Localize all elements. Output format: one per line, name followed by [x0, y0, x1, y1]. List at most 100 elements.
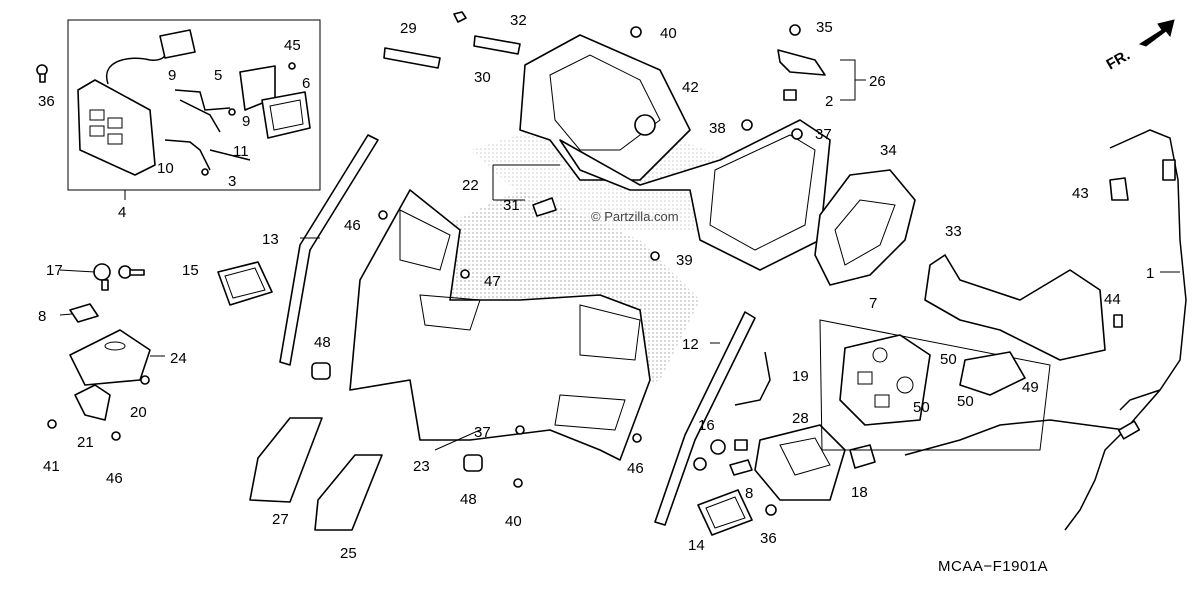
bolt-46-right: [632, 433, 642, 443]
callout-13: 13: [262, 231, 279, 248]
panel-33: [924, 254, 1106, 361]
callout-20: 20: [130, 404, 147, 421]
item-4-group-box: [67, 19, 321, 191]
trim-strip-13: [279, 134, 379, 366]
callout-4: 4: [118, 204, 126, 221]
drawing-code: MCAA−F1901A: [938, 558, 1048, 575]
callout-26: 26: [869, 73, 886, 90]
callout-36-lower: 36: [760, 530, 777, 547]
bolt-44: [1113, 314, 1123, 328]
callout-40-top: 40: [660, 25, 677, 42]
callout-5: 5: [214, 67, 222, 84]
grommet-48-lower: [463, 454, 483, 472]
upper-inner-panel: [519, 34, 831, 271]
callout-3: 3: [228, 173, 236, 190]
nut-32: [453, 11, 467, 23]
screw-36-lower: [765, 504, 777, 516]
bolt-46-upper: [378, 210, 388, 220]
bracket-26-assembly: [777, 24, 866, 101]
pad-25: [314, 454, 383, 531]
lower-inner-panel: [349, 189, 651, 461]
callout-37-top: 37: [815, 126, 832, 143]
lock-16-assembly: [693, 439, 753, 476]
callout-7: 7: [869, 295, 877, 312]
callout-46-right: 46: [627, 460, 644, 477]
lid-24: [69, 329, 151, 386]
callout-1: 1: [1146, 265, 1154, 282]
part-30-strip: [473, 35, 521, 55]
callout-48-upper: 48: [314, 334, 331, 351]
front-direction-arrow: FR.: [1104, 19, 1175, 74]
vent-14: [697, 489, 753, 536]
grommet-48-upper: [311, 362, 331, 380]
cable-1: [1064, 129, 1187, 531]
leader-lines: [59, 164, 1180, 451]
screw-41: [47, 419, 57, 429]
clip-8-left: [69, 303, 99, 323]
callout-11: 11: [233, 143, 249, 160]
callout-38: 38: [709, 120, 726, 137]
callout-50-b: 50: [913, 399, 930, 416]
vent-15: [217, 261, 273, 306]
callout-28: 28: [792, 410, 809, 427]
callout-labels: 36 4 9 5 45 6 9 10 11 3 29 30 32 40 42 2…: [38, 12, 1154, 562]
callout-44: 44: [1104, 291, 1121, 308]
callout-46-upper: 46: [344, 217, 361, 234]
callout-29: 29: [400, 20, 417, 37]
screw-36-left: [36, 64, 48, 83]
callout-36-left: 36: [38, 93, 55, 110]
part-29-strip: [383, 47, 441, 69]
bolt-47: [460, 269, 470, 279]
bolt-38: [741, 119, 753, 131]
wire-19: [734, 351, 771, 406]
screw-20: [140, 375, 150, 385]
callout-27: 27: [272, 511, 289, 528]
callout-6: 6: [302, 75, 310, 92]
callout-37-lower: 37: [474, 424, 491, 441]
callout-14: 14: [688, 537, 705, 554]
callout-43: 43: [1072, 185, 1089, 202]
clip-43: [1109, 177, 1129, 201]
front-label: FR.: [1104, 47, 1133, 74]
callout-12: 12: [682, 336, 699, 353]
callout-22: 22: [462, 177, 479, 194]
callout-30: 30: [474, 69, 491, 86]
part-18: [849, 444, 876, 469]
callout-25: 25: [340, 545, 357, 562]
callout-8-lower: 8: [745, 485, 753, 502]
callout-46-left: 46: [106, 470, 123, 487]
bolt-40-lower: [513, 478, 523, 488]
bolt-37-lower: [515, 425, 525, 435]
callout-21: 21: [77, 434, 94, 451]
callout-8-left: 8: [38, 308, 46, 325]
callout-35: 35: [816, 19, 833, 36]
callout-49: 49: [1022, 379, 1039, 396]
callout-10: 10: [157, 160, 174, 177]
callout-33: 33: [945, 223, 962, 240]
callout-24: 24: [170, 350, 187, 367]
ignition-key-17: [93, 263, 145, 291]
callout-16: 16: [698, 417, 715, 434]
callout-19: 19: [792, 368, 809, 385]
pad-27: [249, 417, 323, 503]
screw-46-left: [111, 431, 121, 441]
callout-50-c: 50: [957, 393, 974, 410]
cover-49: [959, 351, 1026, 396]
callout-48-lower: 48: [460, 491, 477, 508]
callout-18: 18: [851, 484, 868, 501]
meter-panel-7: [839, 334, 931, 426]
trim-strip-12: [654, 311, 756, 526]
switch-panel-assembly: [77, 29, 311, 176]
callout-39: 39: [676, 252, 693, 269]
callout-47: 47: [484, 273, 501, 290]
bolt-40-top: [630, 26, 642, 38]
bracket-21: [74, 384, 111, 421]
cover-34: [814, 169, 916, 286]
callout-9-b: 9: [242, 113, 250, 130]
bolt-39: [650, 251, 660, 261]
callout-34: 34: [880, 142, 897, 159]
cover-28: [754, 424, 846, 501]
callout-42: 42: [682, 79, 699, 96]
part-31-clip: [532, 197, 557, 217]
